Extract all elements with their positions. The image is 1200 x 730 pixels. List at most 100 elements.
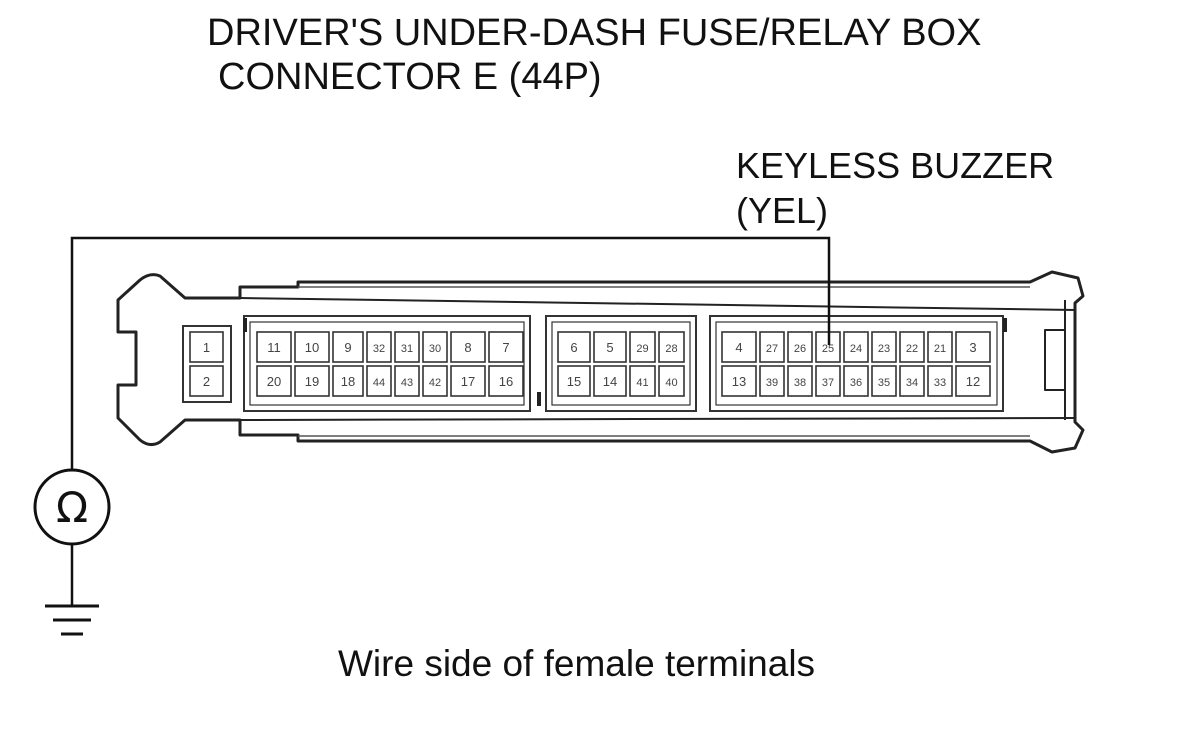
terminal-block-frames	[182, 315, 1007, 412]
terminal-5	[593, 331, 627, 363]
terminal-22	[899, 331, 925, 363]
terminal-number: 4	[735, 340, 742, 355]
terminal-38	[787, 365, 813, 397]
terminal-number: 34	[906, 377, 918, 389]
terminal-29	[629, 331, 656, 363]
terminal-number: 31	[401, 343, 413, 355]
block-c-frame	[709, 315, 1004, 412]
housing-latch-mark	[1003, 318, 1007, 332]
ohmmeter-icon: Ω	[33, 468, 111, 546]
terminal-18	[332, 365, 364, 397]
terminal-37	[815, 365, 841, 397]
terminal-number: 16	[499, 374, 513, 389]
terminal-17	[450, 365, 486, 397]
terminal-6	[557, 331, 591, 363]
terminal-number: 44	[373, 377, 385, 389]
terminal-number: 20	[267, 374, 281, 389]
terminal-callout-label: KEYLESS BUZZER	[736, 145, 1055, 186]
terminal-30	[422, 331, 448, 363]
terminal-43	[394, 365, 420, 397]
terminal-23	[871, 331, 897, 363]
terminal-14	[593, 365, 627, 397]
terminal-number: 22	[906, 343, 918, 355]
terminal-number: 1	[203, 340, 210, 355]
terminal-41	[629, 365, 656, 397]
housing-latch-mark	[243, 318, 247, 332]
terminal-number: 19	[305, 374, 319, 389]
terminal-number: 27	[766, 343, 778, 355]
terminal-10	[294, 331, 330, 363]
terminal-number: 40	[665, 377, 677, 389]
terminal-2	[189, 365, 224, 397]
terminal-11	[256, 331, 292, 363]
terminal-number: 26	[794, 343, 806, 355]
terminal-26	[787, 331, 813, 363]
terminal-number: 10	[305, 340, 319, 355]
terminal-number: 14	[603, 374, 617, 389]
terminal-number: 5	[606, 340, 613, 355]
terminal-number: 7	[502, 340, 509, 355]
terminal-number: 2	[203, 374, 210, 389]
terminal-15	[557, 365, 591, 397]
block-a-frame	[243, 315, 531, 412]
terminal-number: 8	[464, 340, 471, 355]
terminal-42	[422, 365, 448, 397]
terminal-7	[488, 331, 524, 363]
terminal-number: 11	[267, 340, 281, 355]
terminal-16	[488, 365, 524, 397]
terminal-number: 29	[636, 343, 648, 355]
block-b-inner-frame	[551, 321, 691, 406]
terminal-36	[843, 365, 869, 397]
terminal-24	[843, 331, 869, 363]
left-block-frame	[182, 325, 232, 403]
diagram-title-line2: CONNECTOR E (44P)	[218, 56, 602, 98]
terminal-3	[955, 331, 991, 363]
terminal-40	[658, 365, 685, 397]
terminal-number: 21	[934, 343, 946, 355]
connector-housing	[116, 270, 1085, 454]
terminal-9	[332, 331, 364, 363]
view-caption: Wire side of female terminals	[338, 643, 816, 684]
terminal-number: 33	[934, 377, 946, 389]
terminal-13	[721, 365, 757, 397]
terminal-number: 43	[401, 377, 413, 389]
terminal-number: 41	[636, 377, 648, 389]
terminal-number: 18	[341, 374, 355, 389]
terminal-number: 38	[794, 377, 806, 389]
terminal-1	[189, 331, 224, 363]
terminal-number: 17	[461, 374, 475, 389]
terminal-number: 35	[878, 377, 890, 389]
terminal-number: 28	[665, 343, 677, 355]
terminal-number: 6	[570, 340, 577, 355]
terminal-20	[256, 365, 292, 397]
test-lead-wire	[70, 236, 831, 470]
housing-latch-mark	[537, 392, 541, 406]
block-b-frame	[545, 315, 697, 412]
terminal-8	[450, 331, 486, 363]
terminal-44	[366, 365, 392, 397]
terminal-number: 42	[429, 377, 441, 389]
terminal-number: 13	[732, 374, 746, 389]
terminal-number: 25	[822, 343, 834, 355]
terminal-39	[759, 365, 785, 397]
terminal-31	[394, 331, 420, 363]
terminal-cells: 1211201019918324431433042817716615514294…	[189, 331, 991, 397]
block-c-inner-frame	[715, 321, 998, 406]
terminal-number: 12	[966, 374, 980, 389]
terminal-number: 36	[850, 377, 862, 389]
terminal-34	[899, 365, 925, 397]
terminal-12	[955, 365, 991, 397]
terminal-number: 39	[766, 377, 778, 389]
terminal-number: 23	[878, 343, 890, 355]
terminal-number: 3	[969, 340, 976, 355]
terminal-number: 30	[429, 343, 441, 355]
terminal-32	[366, 331, 392, 363]
terminal-27	[759, 331, 785, 363]
block-a-inner-frame	[249, 321, 525, 406]
ohmmeter-symbol: Ω	[56, 483, 88, 532]
terminal-35	[871, 365, 897, 397]
diagram-title-line1: DRIVER'S UNDER-DASH FUSE/RELAY BOX	[207, 12, 982, 54]
terminal-callout-wire-color: (YEL)	[736, 190, 829, 231]
terminal-number: 32	[373, 343, 385, 355]
terminal-number: 24	[850, 343, 862, 355]
